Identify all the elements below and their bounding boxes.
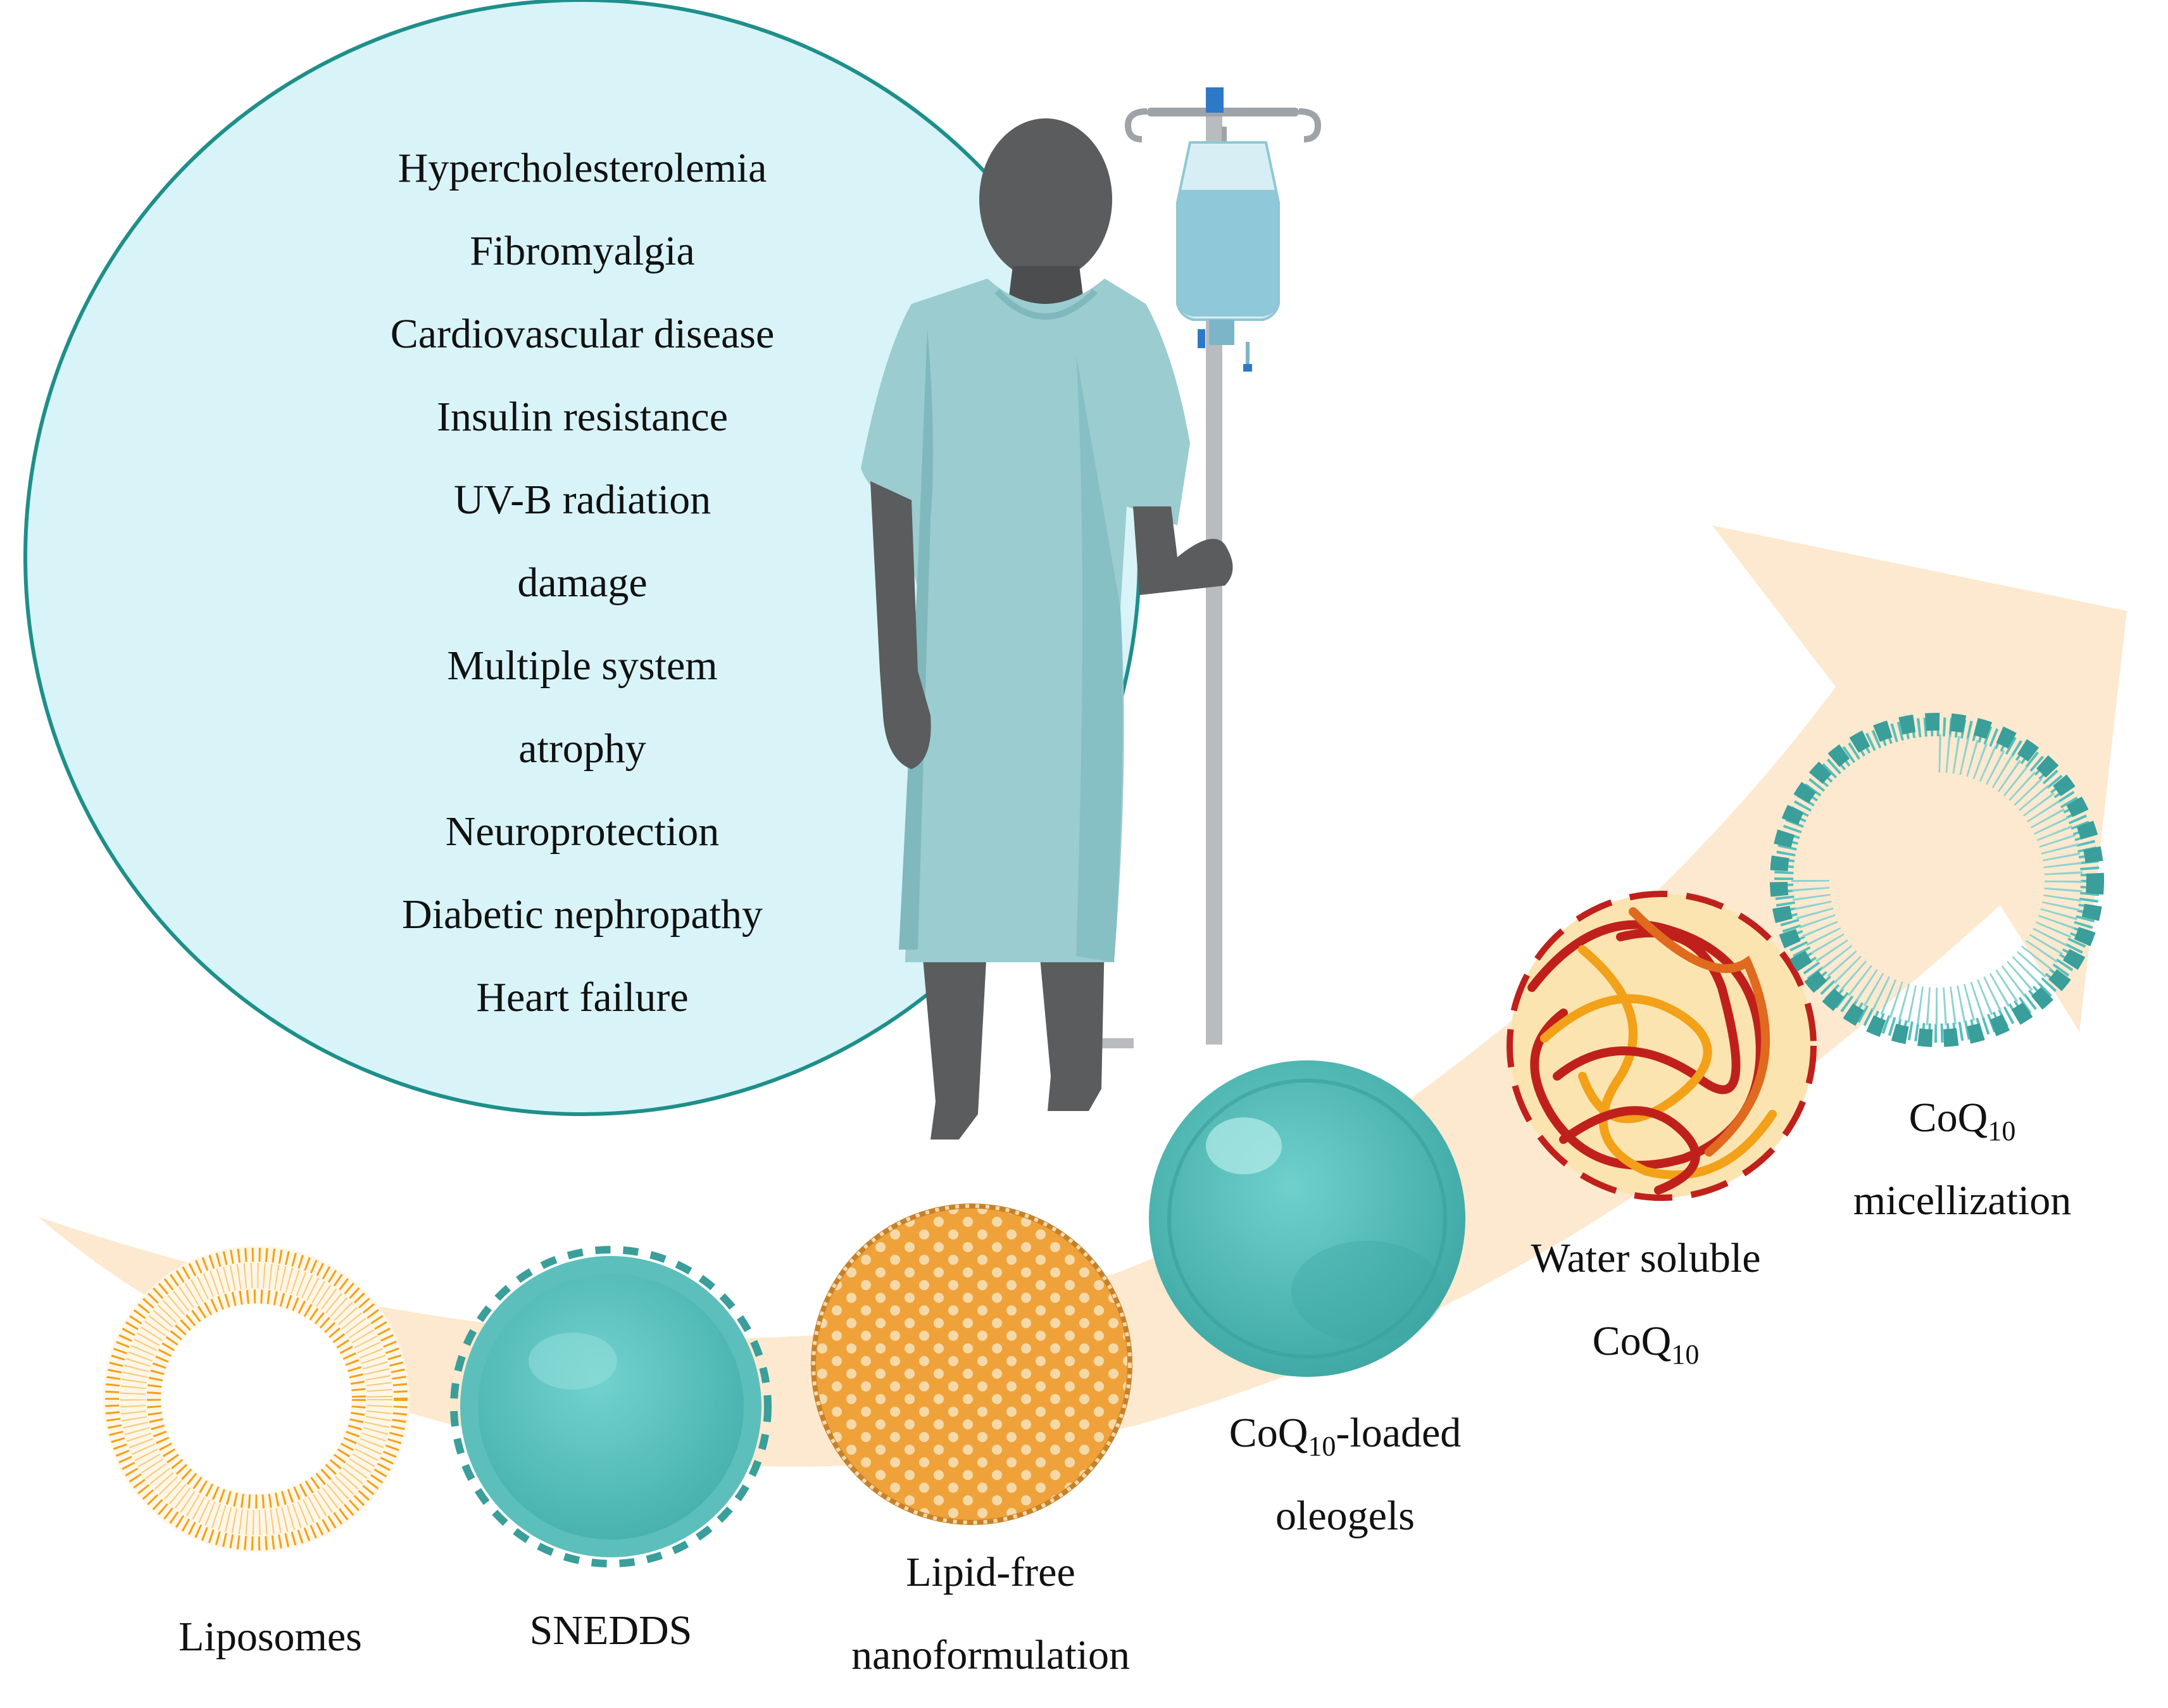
condition-item: Hypercholesterolemia bbox=[398, 145, 767, 191]
oleogels-label: CoQ10-loaded oleogels bbox=[1229, 1410, 1462, 1539]
condition-item: Insulin resistance bbox=[436, 394, 729, 440]
iv-drip-stand bbox=[1098, 87, 1322, 1048]
condition-item: UV-B radiation bbox=[453, 477, 711, 523]
water-soluble-label: Water soluble CoQ10 bbox=[1531, 1235, 1761, 1370]
condition-item: Multiple system bbox=[447, 643, 718, 689]
condition-item: Fibromyalgia bbox=[470, 228, 695, 274]
condition-item: atrophy bbox=[518, 725, 646, 772]
liposome-icon bbox=[103, 1246, 410, 1552]
condition-item: damage bbox=[517, 560, 648, 606]
snedds-icon bbox=[450, 1246, 772, 1567]
oleogel-sphere-icon bbox=[1149, 1060, 1465, 1377]
micelle-icon bbox=[1770, 713, 2104, 1047]
condition-item: Cardiovascular disease bbox=[390, 311, 775, 357]
condition-item: Heart failure bbox=[476, 974, 689, 1020]
liposomes-label: Liposomes bbox=[179, 1614, 362, 1660]
patient-figure bbox=[861, 118, 1233, 1140]
condition-item: Neuroprotection bbox=[445, 808, 720, 855]
polymer-network-icon bbox=[1507, 891, 1817, 1201]
conditions-list: Hypercholesterolemia Fibromyalgia Cardio… bbox=[279, 127, 886, 1039]
condition-item: Diabetic nephropathy bbox=[402, 891, 763, 938]
micellization-label: CoQ10 micellization bbox=[1853, 1095, 2072, 1224]
lipid-free-nanoparticle-icon bbox=[811, 1203, 1132, 1525]
lipid-free-label: Lipid-free nanoformulation bbox=[851, 1549, 1130, 1678]
snedds-label: SNEDDS bbox=[529, 1607, 692, 1654]
